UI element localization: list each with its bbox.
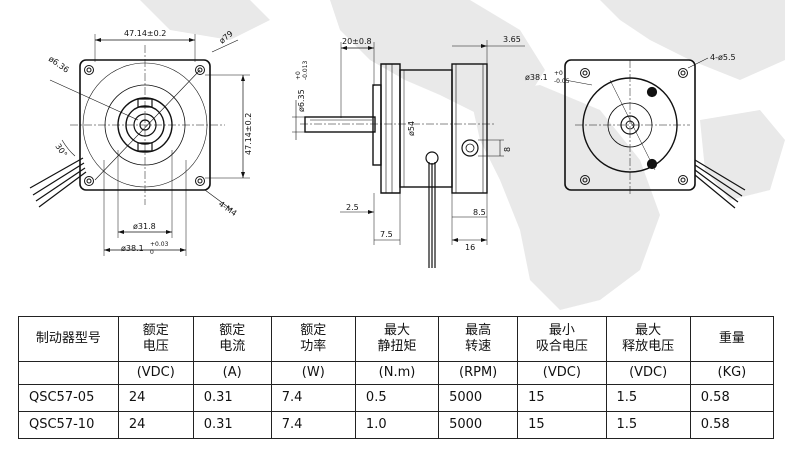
header-min-pull-in-voltage: 最小吸合电压 (517, 316, 607, 362)
front-pilot-main: ø38.1 (121, 244, 144, 253)
front-phi636-label: ø6.36 (47, 54, 71, 74)
model-cell: QSC57-05 (18, 384, 119, 412)
table-cell: 0.5 (354, 384, 440, 412)
table-cell: 0.58 (689, 411, 775, 439)
table-cell: 24 (117, 384, 194, 412)
spec-table: 制动器型号 额定电压 额定电流 额定功率 最大静扭矩 最高转速 最小吸合电压 最… (18, 316, 775, 439)
header-max-speed: 最高转速 (438, 316, 519, 362)
table-cell: 1.0 (354, 411, 440, 439)
table-cell: 1.5 (605, 411, 691, 439)
table-units-row: (VDC) (A) (W) (N.m) (RPM) (VDC) (VDC) (K… (18, 361, 775, 385)
header-static-torque: 最大静扭矩 (354, 316, 440, 362)
unit-cell: (RPM) (438, 361, 519, 385)
table-cell: 0.58 (689, 384, 775, 412)
table-cell: 1.5 (605, 384, 691, 412)
side-body-dia: ø54 (407, 121, 416, 136)
back-pilot-tol-low: -0.05 (554, 78, 570, 85)
unit-cell (18, 361, 119, 385)
side-right-gap: 3.65 (503, 35, 521, 44)
front-phi318-label: ø31.8 (133, 222, 156, 231)
header-model: 制动器型号 (18, 316, 119, 362)
unit-cell: (VDC) (517, 361, 607, 385)
side-shaft-tol-up: +0 (295, 71, 302, 80)
back-pilot-tol-up: +0 (554, 70, 563, 77)
front-view (29, 34, 250, 256)
back-view-labels: ø38.1 +0 -0.05 4-ø5.5 (525, 53, 736, 85)
table-cell: 15 (517, 384, 607, 412)
unit-cell: (KG) (689, 361, 775, 385)
technical-drawing: 47.14±0.2 ø79 ø6.36 47.14±0.2 30° 4-M4 ø… (29, 0, 785, 310)
header-weight: 重量 (689, 316, 775, 362)
front-width-dim: 47.14±0.2 (124, 29, 166, 38)
table-cell: 7.4 (270, 411, 356, 439)
front-pilot-tol-low: 0 (150, 249, 154, 256)
unit-cell: (W) (270, 361, 356, 385)
front-angle-label: 30° (53, 142, 69, 159)
back-hole-note: 4-ø5.5 (710, 53, 736, 62)
header-rated-power: 额定功率 (270, 316, 356, 362)
header-rated-current: 额定电流 (192, 316, 272, 362)
table-cell: 0.31 (192, 411, 272, 439)
table-cell: 5000 (438, 384, 519, 412)
side-view-labels: 20±0.8 3.65 ø6.35 +0 -0.013 ø54 8 2.5 7.… (295, 35, 521, 252)
front-pilot-tol-up: +0.03 (150, 241, 169, 248)
header-max-release-voltage: 最大释放电压 (605, 316, 691, 362)
side-view (292, 40, 525, 268)
front-lead-wires (29, 157, 87, 208)
back-lead-wires (694, 159, 746, 209)
table-row: QSC57-10 24 0.31 7.4 1.0 5000 15 1.5 0.5… (18, 411, 775, 439)
table-cell: 15 (517, 411, 607, 439)
front-height-dim: 47.14±0.2 (244, 113, 253, 155)
side-dim-16: 16 (465, 243, 475, 252)
unit-cell: (VDC) (605, 361, 691, 385)
back-pilot-main: ø38.1 (525, 73, 548, 82)
table-cell: 7.4 (270, 384, 356, 412)
side-shaft-len: 20±0.8 (342, 37, 372, 46)
side-shaft-tol-low: -0.013 (302, 60, 309, 80)
side-hole-dia: 8 (503, 147, 512, 152)
side-dim-25: 2.5 (346, 203, 359, 212)
table-cell: 24 (117, 411, 194, 439)
side-dim-85: 8.5 (473, 208, 486, 217)
side-shaft-dia-main: ø6.35 (297, 89, 306, 112)
header-rated-voltage: 额定电压 (117, 316, 194, 362)
table-cell: 5000 (438, 411, 519, 439)
model-cell: QSC57-10 (18, 411, 119, 439)
table-row: QSC57-05 24 0.31 7.4 0.5 5000 15 1.5 0.5… (18, 384, 775, 412)
unit-cell: (VDC) (117, 361, 194, 385)
front-hole-note: 4-M4 (217, 199, 239, 218)
table-header-row: 制动器型号 额定电压 额定电流 额定功率 最大静扭矩 最高转速 最小吸合电压 最… (18, 316, 775, 362)
side-lead-wires (428, 162, 436, 268)
side-dim-75: 7.5 (380, 230, 393, 239)
unit-cell: (A) (192, 361, 272, 385)
back-view (564, 57, 746, 209)
unit-cell: (N.m) (354, 361, 440, 385)
table-cell: 0.31 (192, 384, 272, 412)
world-map-watermark (140, 0, 785, 310)
